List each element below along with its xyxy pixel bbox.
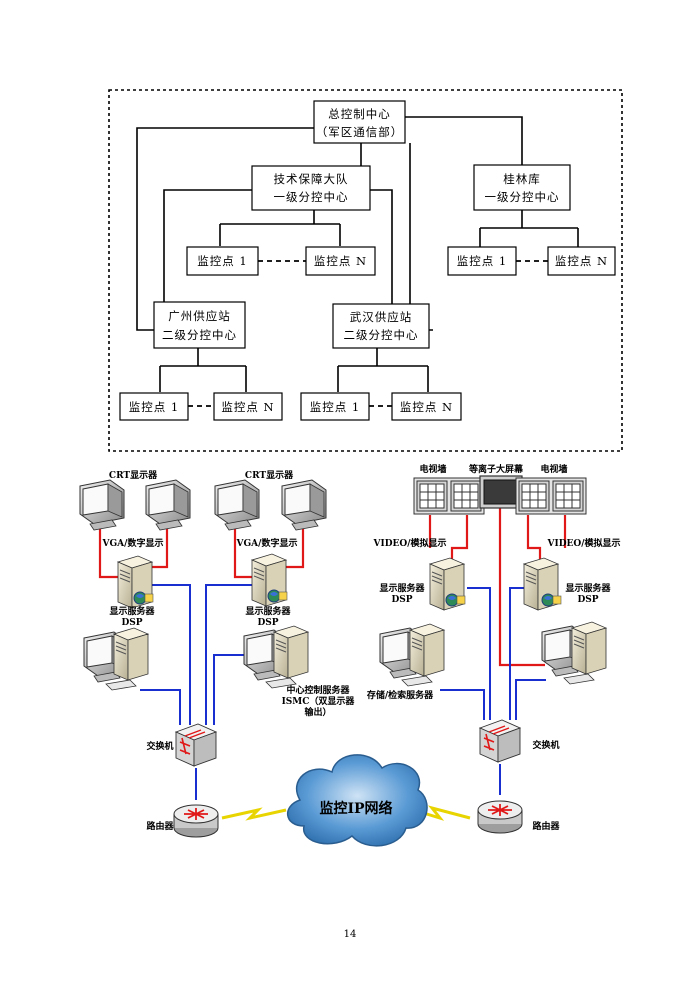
- dsp-label-right: DSP: [257, 618, 278, 628]
- wuhan-subtitle: 二级分控中心: [344, 328, 419, 342]
- crt-monitor-left-1: [79, 479, 125, 531]
- router-left: [173, 804, 219, 838]
- display-server-left-badge: [133, 591, 154, 605]
- hq-node: 总控制中心 （军区通信部）: [313, 100, 406, 144]
- central-label-1: 中心控制服务器: [286, 684, 350, 696]
- display-server-right-a-badge: [445, 593, 466, 607]
- tech-subtitle: 一级分控中心: [274, 190, 349, 204]
- guangzhou-node: 广州供应站 二级分控中心: [153, 301, 246, 349]
- central-control-server: [244, 626, 308, 688]
- guilin-node: 桂林库 一级分控中心: [473, 164, 571, 211]
- display-server-right-b-badge: [541, 593, 562, 607]
- guangzhou-point-n: 监控点 N: [213, 392, 283, 421]
- cloud-label: 监控IP网络: [319, 800, 392, 817]
- ip-network-cloud: 监控IP网络: [287, 754, 428, 847]
- tech-point-1: 监控点 1: [186, 246, 259, 276]
- svg-text:监控点 N: 监控点 N: [314, 254, 367, 268]
- plasma-label: 等离子大屏幕: [468, 463, 524, 475]
- router-right: [477, 800, 523, 834]
- router-label-right: 路由器: [532, 820, 560, 832]
- workstation-right: [542, 622, 606, 684]
- svg-text:监控点 1: 监控点 1: [129, 400, 179, 414]
- guangzhou-point-1: 监控点 1: [119, 392, 189, 421]
- wuhan-point-1: 监控点 1: [300, 392, 370, 421]
- tech-support-node: 技术保障大队 一级分控中心: [251, 165, 371, 211]
- central-label-2: ISMC（双显示器: [282, 696, 356, 707]
- svg-text:监控点 N: 监控点 N: [555, 254, 608, 268]
- page-number: 14: [344, 929, 357, 940]
- crt-monitor-right-1: [214, 479, 260, 531]
- wuhan-title: 武汉供应站: [350, 310, 413, 324]
- tv-wall-label-left: 电视墙: [419, 463, 446, 475]
- crt-label-right: CRT显示器: [245, 470, 294, 481]
- dsp-label-left: DSP: [121, 618, 142, 628]
- crt-label-left: CRT显示器: [109, 470, 158, 481]
- guilin-point-n: 监控点 N: [547, 246, 616, 276]
- central-label-3: 输出）: [304, 706, 331, 718]
- svg-text:监控点 1: 监控点 1: [197, 254, 247, 268]
- video-label-right: VIDEO/模拟显示: [547, 537, 621, 549]
- display-server-label-right: 显示服务器: [245, 605, 291, 617]
- switch-left: [175, 723, 217, 767]
- svg-text:监控点 N: 监控点 N: [221, 400, 274, 414]
- tech-title: 技术保障大队: [274, 172, 349, 186]
- wuhan-node: 武汉供应站 二级分控中心: [332, 303, 430, 349]
- switch-label-right: 交换机: [532, 739, 559, 751]
- vga-label-right: VGA/数字显示: [236, 537, 298, 549]
- tv-wall-label-right: 电视墙: [540, 463, 567, 475]
- storage-server: [380, 624, 444, 686]
- vga-label-left: VGA/数字显示: [102, 537, 164, 549]
- guilin-subtitle: 一级分控中心: [485, 190, 560, 204]
- display-server-label-left: 显示服务器: [109, 605, 155, 617]
- switch-label-left: 交换机: [146, 740, 173, 752]
- plasma-screen: [479, 475, 523, 509]
- workstation-left: [84, 628, 148, 690]
- hq-title: 总控制中心: [328, 107, 391, 121]
- guilin-point-1: 监控点 1: [447, 246, 517, 276]
- svg-text:监控点 N: 监控点 N: [400, 400, 453, 414]
- guilin-title: 桂林库: [503, 172, 541, 186]
- region-dashed-border: [108, 89, 623, 452]
- tv-wall-left: [413, 477, 485, 515]
- dsp-label-ra: DSP: [391, 595, 412, 605]
- router-label-left: 路由器: [146, 820, 174, 832]
- svg-text:监控点 1: 监控点 1: [310, 400, 360, 414]
- tech-point-n: 监控点 N: [305, 246, 376, 276]
- tv-wall-right: [515, 477, 587, 515]
- video-label-left: VIDEO/模拟显示: [373, 537, 447, 549]
- storage-label: 存储/检索服务器: [367, 689, 434, 701]
- dsp-label-rb: DSP: [577, 595, 598, 605]
- hq-subtitle: （军区通信部）: [316, 125, 404, 139]
- crt-monitor-right-2: [281, 479, 327, 531]
- crt-monitor-left-2: [145, 479, 191, 531]
- switch-right: [479, 719, 521, 763]
- display-server-right-badge: [267, 589, 288, 603]
- svg-text:监控点 1: 监控点 1: [457, 254, 507, 268]
- wuhan-point-n: 监控点 N: [391, 392, 462, 421]
- guangzhou-subtitle: 二级分控中心: [162, 328, 237, 342]
- display-server-label-ra: 显示服务器: [379, 582, 425, 594]
- guangzhou-title: 广州供应站: [168, 309, 231, 323]
- display-server-label-rb: 显示服务器: [565, 582, 611, 594]
- network-links: [98, 506, 567, 821]
